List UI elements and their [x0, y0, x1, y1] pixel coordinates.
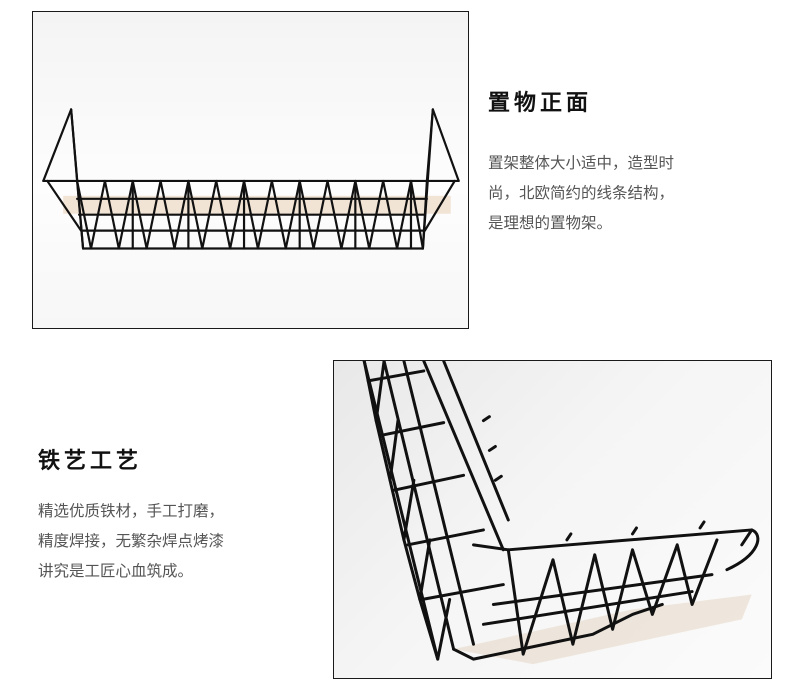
description-line: 尚，北欧简约的线条结构，	[488, 184, 675, 202]
description-line: 精度焊接，无繁杂焊点烤漆	[38, 532, 225, 550]
product-photo-front	[32, 11, 469, 329]
wire-basket-closeup-icon	[362, 361, 760, 665]
section-title-front: 置物正面	[488, 91, 593, 116]
wire-basket-front-icon	[42, 108, 460, 250]
description-line: 是理想的置物架。	[488, 214, 613, 232]
description-line: 精选优质铁材，手工打磨，	[38, 502, 225, 520]
section-title-craft: 铁艺工艺	[38, 449, 143, 474]
section-description-front: 置架整体大小适中，造型时 尚，北欧简约的线条结构， 是理想的置物架。	[488, 148, 674, 238]
product-photo-closeup	[333, 360, 772, 679]
section-description-craft: 精选优质铁材，手工打磨， 精度焊接，无繁杂焊点烤漆 讲究是工匠心血筑成。	[38, 496, 224, 586]
description-line: 置架整体大小适中，造型时	[488, 154, 675, 172]
description-line: 讲究是工匠心血筑成。	[38, 562, 194, 580]
